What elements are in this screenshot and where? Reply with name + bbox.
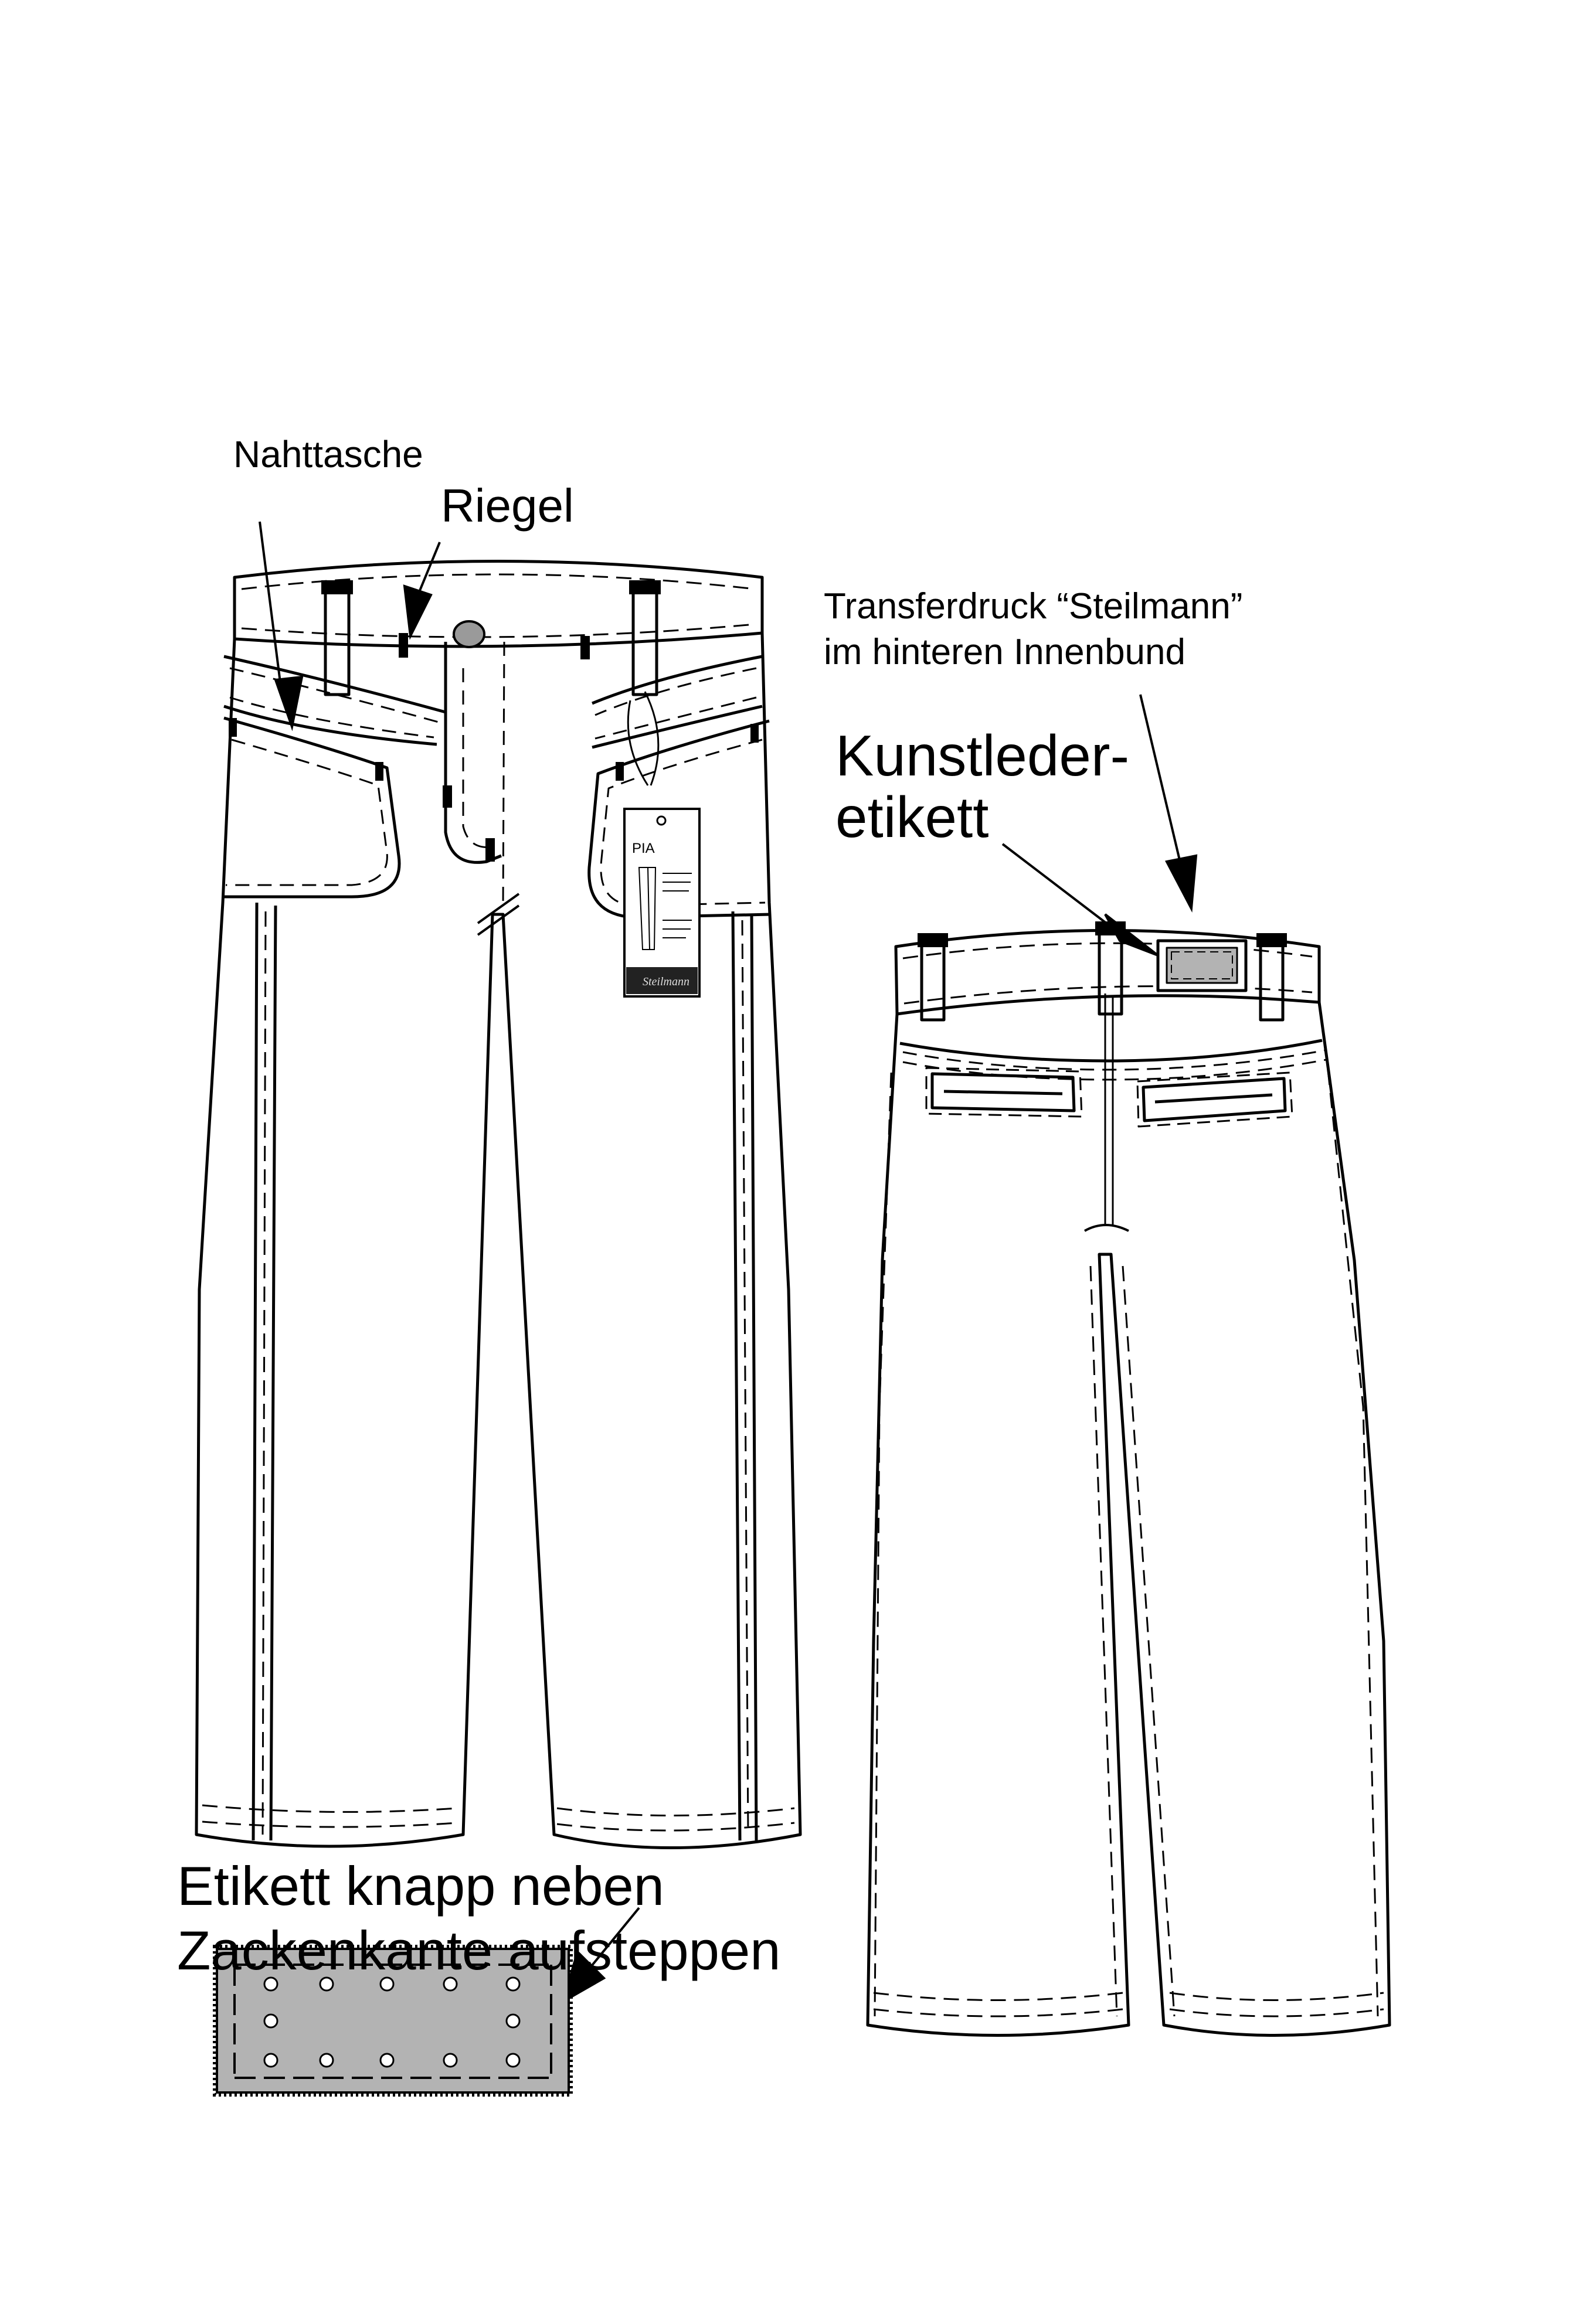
- front-bartacks: [229, 580, 759, 862]
- arrow-etikett-line: [585, 1907, 640, 1973]
- front-pocket-left: [222, 716, 401, 899]
- label-transferdruck-line1: Transferdruck “Steilmann”: [824, 586, 1243, 627]
- rivet: [505, 2013, 521, 2029]
- back-waistband-stitch: [902, 942, 1313, 1005]
- hangtag-title: PIA: [632, 841, 655, 856]
- label-kunstleder-line2: etikett: [835, 785, 989, 849]
- label-kunstleder-line1: Kunstleder-: [835, 723, 1130, 788]
- back-outline: [866, 1002, 1391, 2037]
- rivet: [505, 1976, 521, 1992]
- front-yoke-right: [592, 655, 763, 749]
- bartack-loop-2: [629, 580, 661, 594]
- bartack-pocket-left: [229, 718, 237, 737]
- back-pocket-left-stitch: [925, 1067, 1083, 1118]
- label-etikett-line2: Zackenkante aufsteppen: [177, 1920, 781, 1981]
- label-etikett-line1: Etikett knapp neben: [177, 1855, 664, 1917]
- front-belt-loop-2: [631, 581, 658, 696]
- arrow-riegel-line: [418, 542, 441, 593]
- back-bartack-3: [1256, 933, 1287, 947]
- front-hem-stitch-right: [556, 1807, 795, 1832]
- arrow-transfer-line: [1139, 694, 1183, 868]
- label-nahttasche: Nahttasche: [233, 433, 423, 475]
- back-pocket-left: [930, 1072, 1076, 1112]
- rivet: [319, 1976, 334, 1992]
- hangtag-footer: [626, 967, 698, 994]
- arrow-transfer-head: [1164, 854, 1198, 913]
- front-outline: [195, 632, 802, 1849]
- back-bartacks: [918, 921, 1287, 947]
- bartack-pocket-right-b: [616, 762, 624, 781]
- back-leather-label-stitch: [1171, 951, 1233, 979]
- front-fly-stitch: [462, 668, 493, 849]
- hangtag-brand: Steilmann: [643, 975, 689, 988]
- bartack-waist-left: [399, 633, 408, 658]
- hangtag-text-lines: [663, 873, 692, 938]
- rivet: [443, 2053, 458, 2068]
- back-leather-label: [1166, 947, 1238, 984]
- patch-detail: [213, 1945, 573, 2097]
- rivet: [379, 2053, 395, 2068]
- bartack-pocket-left-b: [375, 762, 383, 781]
- front-trousers: [195, 560, 802, 1849]
- arrow-kunstleder-line: [1001, 843, 1115, 930]
- label-riegel: Riegel: [441, 479, 574, 532]
- back-pocket-right-stitch: [1136, 1071, 1293, 1128]
- back-center-seam: [1104, 993, 1114, 1225]
- hangtag-sketch: [638, 867, 657, 950]
- bartack-fly-1: [443, 785, 452, 808]
- bartack-fly-2: [485, 838, 495, 862]
- back-hem-stitch-right: [1169, 1992, 1384, 2017]
- patch-zigzag-edge: [213, 1945, 573, 2097]
- front-button: [453, 620, 485, 648]
- front-pocket-right-stitch: [600, 739, 766, 907]
- hangtag-body: [623, 808, 701, 998]
- back-inseam-right-stitch: [1122, 1265, 1176, 2017]
- back-crotch-mark: [1084, 1224, 1129, 1232]
- arrow-nahttasche-head: [274, 675, 304, 731]
- back-outseam-left-stitch: [874, 1072, 892, 2017]
- rivet: [263, 2013, 278, 2029]
- arrow-kunstleder-head: [1104, 913, 1159, 957]
- back-outseam-right-stitch: [1327, 1069, 1379, 2017]
- back-waistband: [894, 929, 1321, 1016]
- hangtag-hole: [656, 815, 667, 826]
- front-yoke-left: [223, 655, 446, 746]
- back-bartack-1: [918, 933, 948, 947]
- front-yoke-stitch: [229, 667, 757, 740]
- back-yoke-stitch: [902, 1049, 1327, 1081]
- front-pocket-right: [587, 719, 772, 919]
- arrow-nahttasche-line: [259, 521, 283, 692]
- rivet: [263, 1976, 278, 1992]
- front-side-panel-left: [252, 902, 277, 1841]
- bartack-pocket-right: [750, 724, 759, 743]
- rivet: [505, 2053, 521, 2068]
- front-side-panel-right: [731, 911, 758, 1841]
- front-center-stitch: [502, 641, 505, 909]
- back-yoke: [899, 1039, 1323, 1063]
- bartack-waist-right: [580, 636, 590, 659]
- front-crotch-mark: [477, 893, 520, 936]
- arrow-riegel-head: [403, 584, 433, 640]
- front-belt-loop-1: [324, 581, 351, 696]
- back-hem-stitch-left: [873, 1992, 1123, 2017]
- patch-rivets: [263, 1976, 521, 2068]
- front-waistband-stitch: [241, 573, 756, 638]
- bartack-loop-1: [321, 580, 353, 594]
- front-side-panel-left-stitch: [261, 911, 267, 1835]
- rivet: [443, 1976, 458, 1992]
- hangtag: PIA Steilmann: [623, 808, 701, 998]
- back-inseam-left-stitch: [1089, 1265, 1118, 2017]
- front-side-panel-right-stitch: [741, 920, 749, 1835]
- front-fly: [444, 642, 502, 864]
- front-hem-stitch-left: [202, 1804, 458, 1828]
- front-pocket-left-stitch: [226, 739, 388, 886]
- label-transferdruck-line2: im hinteren Innenbund: [824, 632, 1186, 672]
- rivet: [263, 2053, 278, 2068]
- rivet: [379, 1976, 395, 1992]
- rivet: [319, 2053, 334, 2068]
- back-pocket-right: [1142, 1077, 1287, 1122]
- hangtag-string: [627, 691, 660, 786]
- back-trousers: [866, 924, 1391, 2037]
